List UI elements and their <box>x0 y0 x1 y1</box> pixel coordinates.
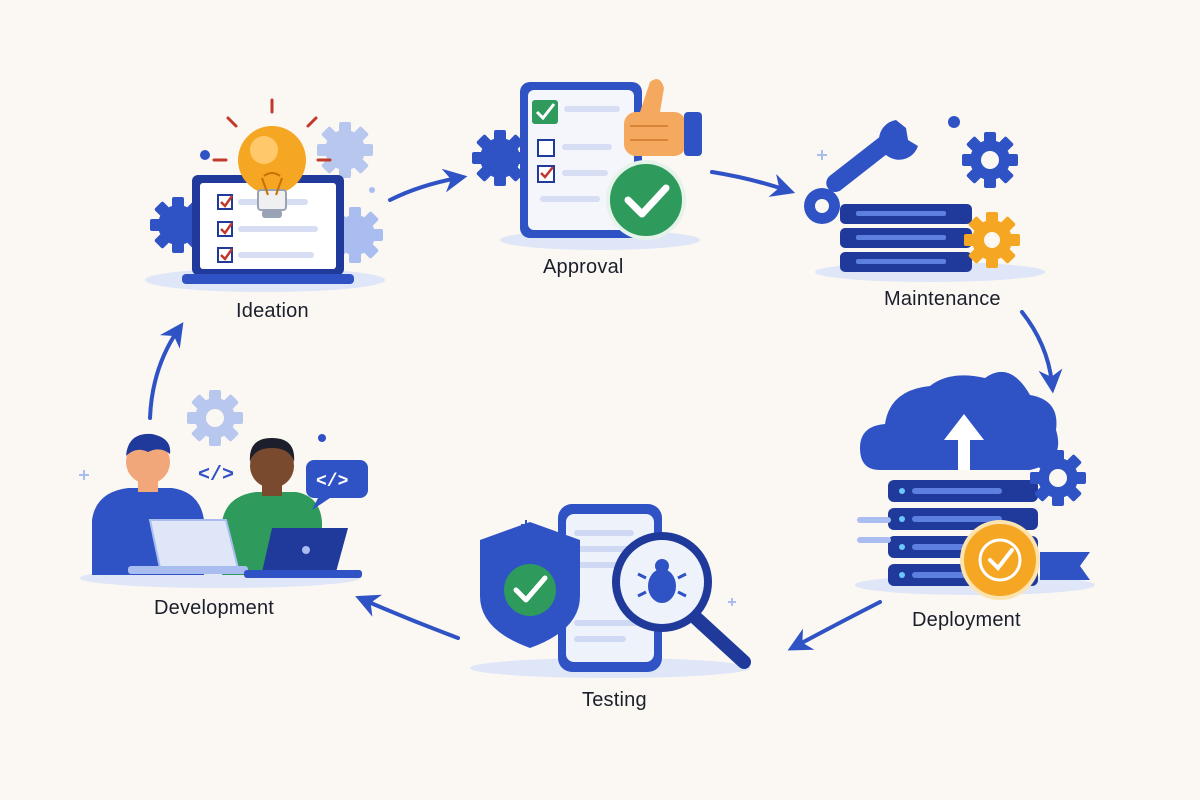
code-tag-left: </> <box>198 464 234 487</box>
badge-check-icon <box>960 520 1040 600</box>
decor-lines <box>857 517 891 543</box>
check-circle-icon <box>606 160 686 240</box>
dot <box>996 372 1004 380</box>
stage-label-maintenance: Maintenance <box>884 288 1001 310</box>
ribbon-icon <box>1040 552 1090 580</box>
code-icon: </> <box>316 472 348 492</box>
sparkle <box>817 150 827 160</box>
lightbulb-icon <box>212 98 332 218</box>
ideation-illustration <box>145 98 385 292</box>
cloud-upload-icon <box>860 371 1059 470</box>
deployment-illustration <box>855 371 1095 600</box>
gear-hole <box>1049 469 1067 487</box>
approval-illustration <box>472 79 702 250</box>
arrow-maintenance-to-deployment <box>1020 310 1063 394</box>
maintenance-illustration <box>804 116 1045 282</box>
magnifier-bug-icon <box>612 532 751 669</box>
dot <box>200 150 210 160</box>
arrow-ideation-to-approval <box>388 168 468 202</box>
gear-hole <box>206 409 224 427</box>
stage-label-approval: Approval <box>543 256 624 278</box>
dot <box>948 116 960 128</box>
sparkle <box>521 520 531 530</box>
gear-icon <box>317 122 373 178</box>
stage-label-development: Development <box>154 597 275 619</box>
sparkle <box>79 470 89 480</box>
stage-label-ideation: Ideation <box>236 300 309 322</box>
stage-label-deployment: Deployment <box>912 609 1021 631</box>
arrow-approval-to-maintenance <box>710 170 796 197</box>
stage-label-testing: Testing <box>582 689 647 711</box>
sparkle <box>728 598 736 606</box>
gear-hole <box>984 232 1000 248</box>
gear-hole <box>981 151 999 169</box>
arrow-testing-to-development <box>355 594 460 640</box>
thumbs-up-icon <box>624 79 702 156</box>
testing-illustration <box>470 504 751 678</box>
dot <box>318 434 326 442</box>
dot <box>369 187 375 193</box>
shield-check-icon <box>480 522 580 648</box>
server-stack-icon <box>840 204 972 272</box>
development-illustration: </> </> <box>79 390 368 588</box>
laptop-icon <box>244 528 362 578</box>
arrow-deployment-to-testing <box>787 600 882 651</box>
checklist-icon <box>217 194 318 263</box>
gear-icon <box>472 130 528 186</box>
code-icon: </> <box>198 464 234 487</box>
code-speech-bubble: </> <box>306 460 368 510</box>
wrench-icon <box>804 120 918 224</box>
arrow-development-to-ideation <box>148 322 184 420</box>
laptop-icon <box>128 519 248 574</box>
